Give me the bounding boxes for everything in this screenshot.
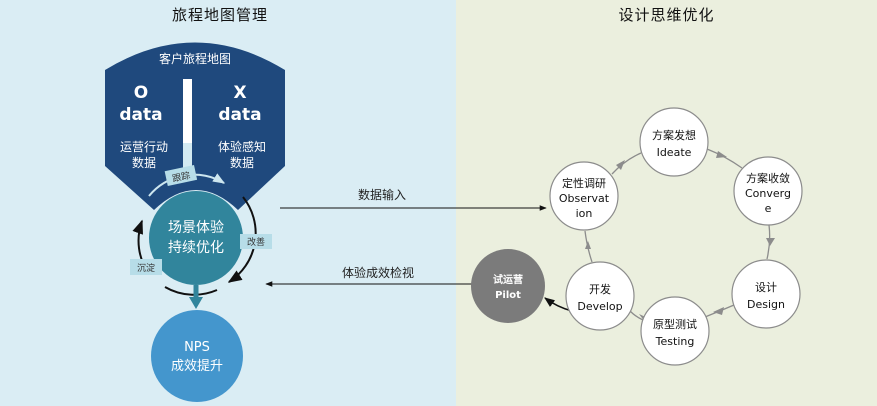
cycle-arrowhead <box>585 241 591 249</box>
step-en-label: Observat <box>559 192 610 205</box>
right-panel-title: 设计思维优化 <box>618 6 715 24</box>
step-zh-label: 方案收敛 <box>746 171 790 185</box>
step-circle <box>639 107 709 177</box>
step-circle <box>565 261 635 331</box>
track-label: 跟踪 <box>164 165 198 186</box>
step-circle <box>731 259 801 329</box>
data-input-label: 数据输入 <box>358 187 406 202</box>
center-circle-line1: 场景体验 <box>168 220 224 236</box>
step-develop: 开发 Develop <box>565 261 635 331</box>
connector-testing-develop <box>629 310 644 321</box>
improve-label-text: 改善 <box>247 236 265 248</box>
step-en-label-cont: ion <box>576 207 593 220</box>
pilot-zh: 试运营 <box>493 273 523 286</box>
step-converge: 方案收敛 Converg e <box>733 156 803 226</box>
cycle-arrowhead <box>716 151 727 158</box>
center-circle <box>149 191 243 285</box>
left-panel-title: 旅程地图管理 <box>171 6 268 24</box>
settle-label-text: 沉淀 <box>137 262 155 274</box>
step-zh-label: 原型测试 <box>653 317 697 331</box>
x-desc-line1: 体验感知 <box>218 139 266 154</box>
x-letter: X <box>233 83 246 103</box>
connector-observation-ideate <box>611 152 642 175</box>
step-en-label: Ideate <box>657 146 692 159</box>
connector-ideate-converge <box>706 148 743 169</box>
nps-circle-line1: NPS <box>184 340 210 355</box>
cycle-arrowhead <box>616 160 625 170</box>
step-en-label: Converg <box>745 187 791 200</box>
design-steps: 定性调研 Observat ion 方案发想 Ideate 方案收敛 Converg e 设计 D… <box>549 107 803 366</box>
step-en-label: Design <box>747 298 785 311</box>
pilot-en: Pilot <box>495 290 521 301</box>
review-label: 体验成效检视 <box>342 265 414 280</box>
step-ideate: 方案发想 Ideate <box>639 107 709 177</box>
step-testing: 原型测试 Testing <box>640 296 710 366</box>
step-circle <box>640 296 710 366</box>
track-label-text: 跟踪 <box>171 169 191 184</box>
divider-bar <box>183 79 192 143</box>
step-en-label: Develop <box>577 300 622 313</box>
cycle-arrowhead <box>713 307 724 315</box>
shield-shape <box>105 42 285 210</box>
nps-arrow-head <box>189 297 203 309</box>
o-word: data <box>119 105 162 125</box>
x-word: data <box>218 105 261 125</box>
center-circle-line2: 持续优化 <box>168 239 224 256</box>
step-zh-label: 定性调研 <box>562 176 606 190</box>
o-desc-line1: 运营行动 <box>120 140 168 154</box>
step-circle <box>549 161 619 231</box>
step-en-label-cont: e <box>765 202 772 215</box>
step-zh-label: 开发 <box>589 282 611 296</box>
step-en-label: Testing <box>655 335 695 348</box>
nps-circle <box>151 310 243 402</box>
step-circle <box>733 156 803 226</box>
o-letter: O <box>134 83 148 103</box>
x-desc-line2: 数据 <box>230 155 254 170</box>
journey-map-title: 客户旅程地图 <box>159 51 231 66</box>
divider-bar-lower <box>183 143 192 171</box>
journey-map-shield: 客户旅程地图 O data 运营行动 数据 X data 体验感知 数据 <box>105 42 285 210</box>
settle-label: 沉淀 <box>130 259 162 275</box>
step-observation: 定性调研 Observat ion <box>549 161 619 231</box>
o-desc-line2: 数据 <box>132 155 156 170</box>
pilot-circle <box>471 249 545 323</box>
step-zh-label: 方案发想 <box>652 128 696 142</box>
settle-arrow-bottom <box>164 286 218 296</box>
improve-label: 改善 <box>240 234 272 249</box>
step-zh-label: 设计 <box>755 281 777 294</box>
cycle-arrowhead <box>766 238 775 246</box>
nps-circle-line2: 成效提升 <box>171 358 223 374</box>
step-design: 设计 Design <box>731 259 801 329</box>
